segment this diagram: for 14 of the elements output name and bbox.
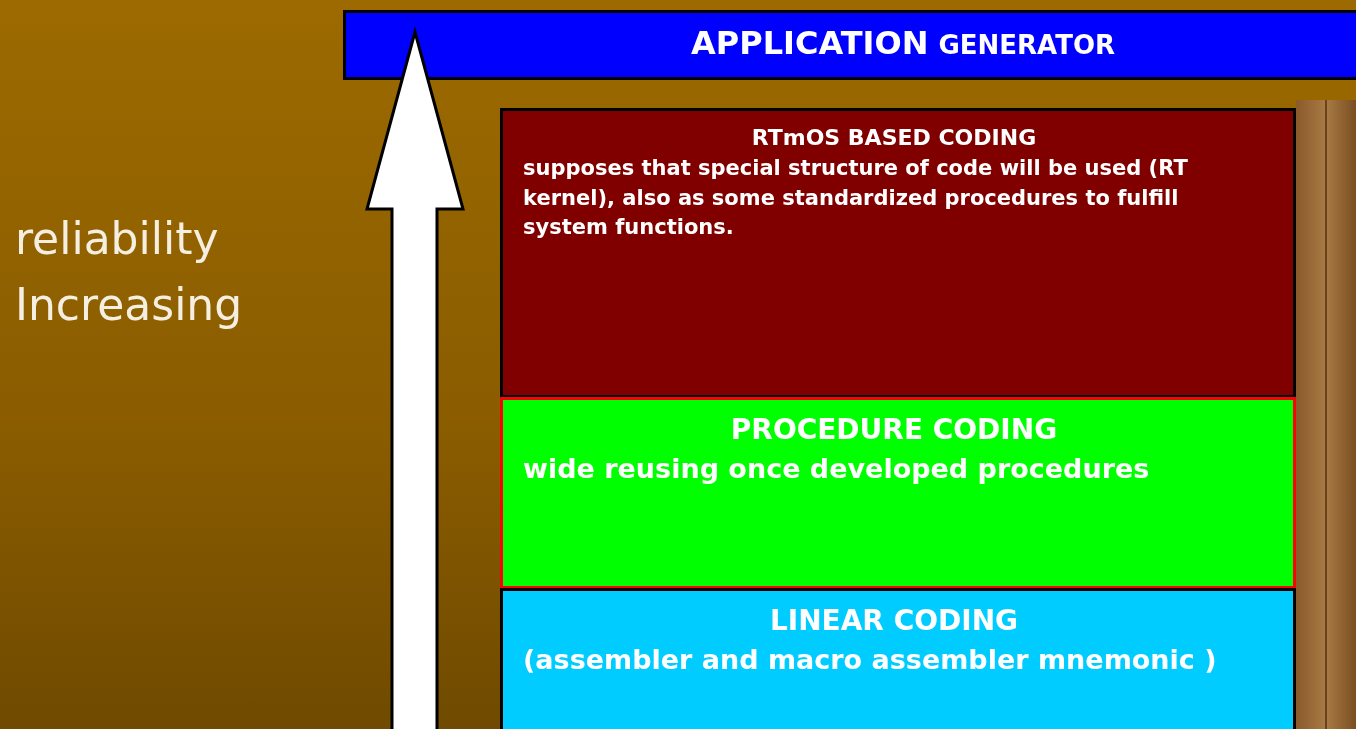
header-box bbox=[343, 10, 1356, 80]
box-heading: APPLICATION bbox=[690, 25, 929, 62]
axis-label: reliability bbox=[15, 213, 219, 264]
layer-box bbox=[500, 108, 1296, 398]
box-heading: RTmOS BASED CODING bbox=[750, 125, 1038, 151]
layer-box bbox=[500, 588, 1296, 729]
box-heading: GENERATOR bbox=[938, 29, 1116, 62]
box-description: (assembler and macro assembler mnemonic ) bbox=[523, 643, 1218, 678]
axis-label: Increasing bbox=[15, 279, 243, 330]
box-description: supposes that special structure of code will be used (RT kernel), also as some standardized procedures to fulfill system functions. bbox=[523, 155, 1189, 242]
layer-box bbox=[500, 397, 1296, 589]
box-heading: PROCEDURE CODING bbox=[729, 414, 1059, 447]
box-description: wide reusing once developed procedures bbox=[523, 452, 1151, 487]
box-heading: LINEAR CODING bbox=[768, 605, 1020, 638]
